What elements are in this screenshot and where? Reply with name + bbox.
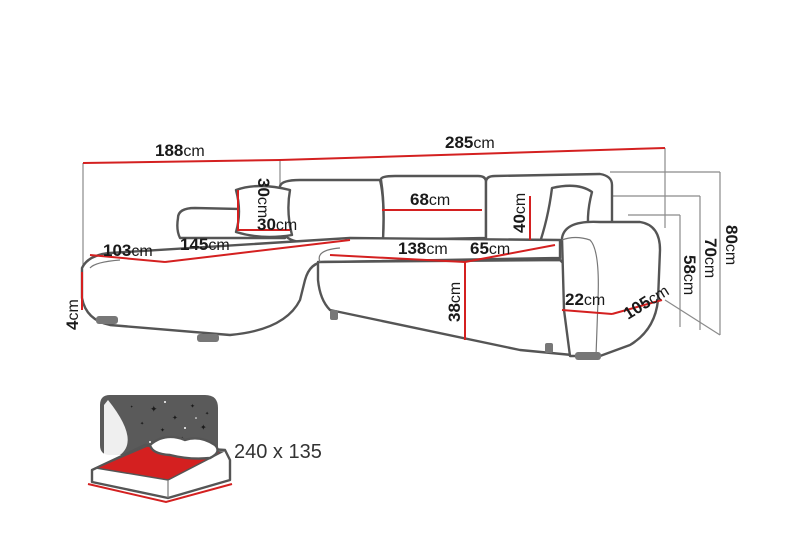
label-armrest-height: 58cm: [680, 255, 699, 295]
dimension-labels: 188cm 285cm 30cm 30cm 68cm 40cm 103cm 14…: [63, 133, 741, 330]
label-back-cushion-height: 40cm: [510, 193, 529, 233]
overall-guides: [82, 148, 721, 336]
label-seat-depth: 65cm: [470, 239, 510, 258]
label-armrest-width: 22cm: [565, 290, 605, 309]
back-cushion-middle: [379, 174, 488, 242]
label-chaise-length: 145cm: [180, 235, 230, 254]
sofa-illustration: [80, 172, 662, 360]
svg-text:✦: ✦: [130, 404, 134, 409]
label-total-height: 80cm: [722, 225, 741, 265]
svg-text:✦: ✦: [160, 427, 165, 434]
label-pillow-width: 30cm: [257, 215, 297, 234]
dimension-lines: [81, 147, 666, 340]
label-pillow-height: 30cm: [254, 178, 273, 218]
svg-text:✦: ✦: [190, 403, 195, 410]
bed-size-label: 240 x 135: [234, 441, 322, 463]
label-back-height: 70cm: [701, 238, 720, 278]
svg-text:✦: ✦: [172, 414, 178, 422]
svg-text:✦: ✦: [150, 404, 158, 414]
label-seat-height: 38cm: [445, 282, 464, 322]
bed-pillow: [148, 435, 219, 460]
svg-text:✦: ✦: [205, 411, 209, 417]
label-total-width-right: 285cm: [445, 133, 495, 152]
label-chaise-depth: 103cm: [103, 241, 153, 260]
bed-function-inset: ✦ ✦ ✦ ✦ ✦ ✦ ✦ ✦ ✦ 240 x 135: [87, 395, 322, 504]
svg-text:✦: ✦: [200, 423, 207, 432]
label-back-cushion-width: 68cm: [410, 190, 450, 209]
svg-text:✦: ✦: [140, 421, 144, 427]
label-leg-height: 4cm: [63, 299, 82, 330]
label-total-width-left: 188cm: [155, 141, 205, 160]
right-armrest: [560, 220, 662, 358]
label-main-seat-width: 138cm: [398, 239, 448, 258]
